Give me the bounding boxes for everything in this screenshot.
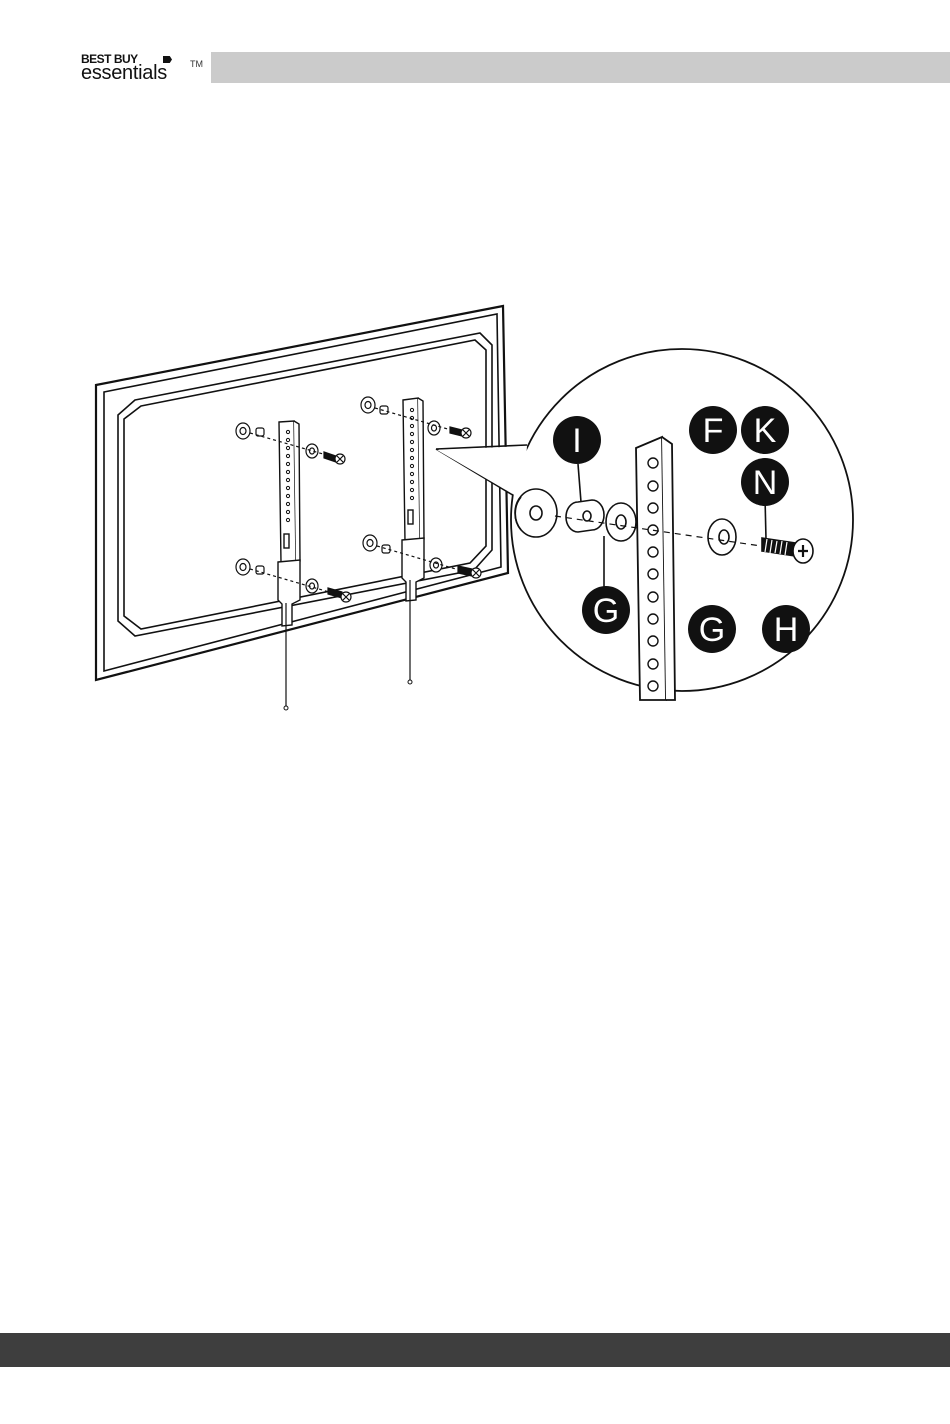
callout-k-label: K bbox=[754, 412, 777, 450]
zoom-bracket bbox=[636, 437, 675, 700]
tv-back-panel bbox=[96, 306, 508, 680]
callout-h: H bbox=[762, 605, 810, 653]
footer-bar bbox=[0, 1333, 950, 1367]
callout-i-label: I bbox=[572, 422, 581, 460]
left-bracket bbox=[278, 421, 300, 710]
callout-g-left: G bbox=[582, 586, 630, 634]
callout-k: K bbox=[741, 406, 789, 454]
callout-h-label: H bbox=[774, 611, 799, 649]
callout-n-label: N bbox=[753, 464, 778, 502]
right-bracket bbox=[402, 398, 424, 684]
callout-g-right-label: G bbox=[699, 611, 725, 649]
callout-f-label: F bbox=[703, 412, 724, 450]
callout-n: N bbox=[741, 458, 789, 506]
callout-g-left-label: G bbox=[593, 592, 619, 630]
callout-f: F bbox=[689, 406, 737, 454]
callout-g-right: G bbox=[688, 605, 736, 653]
tv-hardware bbox=[236, 397, 481, 602]
callout-i: I bbox=[553, 416, 601, 464]
